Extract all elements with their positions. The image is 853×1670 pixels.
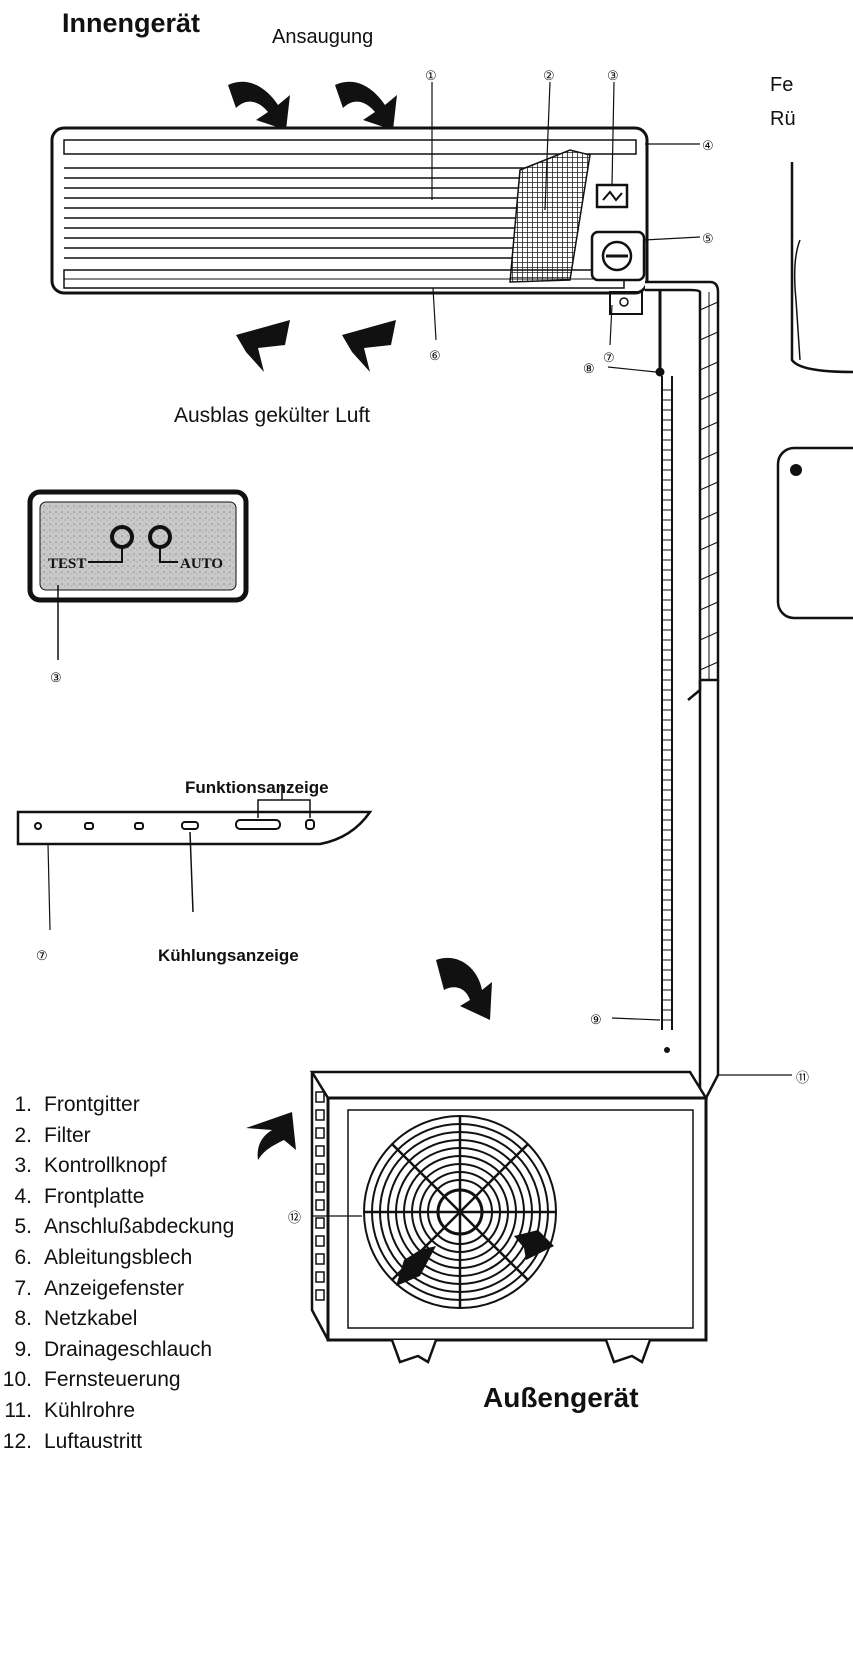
fan-exhaust-arrow-icon xyxy=(396,1230,554,1286)
outdoor-unit-title: Außengerät xyxy=(483,1382,639,1413)
remote-label-partial-1: Fe xyxy=(770,74,794,96)
outdoor-unit xyxy=(309,1070,709,1364)
legend-item: 7.Anzeigefenster xyxy=(14,1276,185,1300)
remote-control-partial xyxy=(776,162,853,620)
callout-1: ① xyxy=(425,68,437,83)
indoor-unit-title: Innengerät xyxy=(62,8,201,38)
callout-4: ④ xyxy=(702,138,714,153)
callout-12: ⑫ xyxy=(288,1210,301,1225)
legend-item: 5.Anschlußabdeckung xyxy=(14,1215,235,1239)
cooling-indicator-label: Kühlungsanzeige xyxy=(158,946,299,965)
outlet-arrow-icon xyxy=(236,320,290,372)
control-panel-test-label: TEST xyxy=(48,556,86,572)
callout-leaders xyxy=(431,81,701,346)
callout-5: ⑤ xyxy=(702,231,714,246)
cooling-pipes-lower xyxy=(698,680,792,1101)
callout-3: ③ xyxy=(607,68,619,83)
display-window-detail xyxy=(16,786,373,931)
callout-9: ⑨ xyxy=(590,1012,602,1027)
legend-item: 4.Frontplatte xyxy=(14,1184,145,1208)
outlet-label: Ausblas gekülter Luft xyxy=(174,404,371,427)
callout-7: ⑦ xyxy=(603,350,615,365)
intake-arrow-icon xyxy=(335,81,397,130)
intake-label: Ansaugung xyxy=(272,26,374,48)
outdoor-side-arrow-icon xyxy=(246,1112,296,1160)
function-indicator-label: Funktionsanzeige xyxy=(185,778,329,797)
parts-legend: 1.Frontgitter 2.Filter 3.Kontrollknopf 4… xyxy=(0,1090,235,1457)
legend-item: 11.Kühlrohre xyxy=(4,1398,136,1422)
remote-label-partial-2: Rü xyxy=(770,108,796,130)
callout-11: ⑪ xyxy=(796,1070,809,1085)
callout-2: ② xyxy=(543,68,555,83)
outdoor-intake-arrow-icon xyxy=(436,957,492,1020)
legend-item: 6.Ableitungsblech xyxy=(14,1245,193,1269)
control-panel-detail xyxy=(27,489,249,660)
outlet-arrow-icon xyxy=(342,320,396,372)
legend-item: 2.Filter xyxy=(14,1123,91,1147)
legend-item: 10.Fernsteuerung xyxy=(2,1368,181,1392)
control-panel-auto-label: AUTO xyxy=(180,556,223,572)
callout-7-detail: ⑦ xyxy=(36,948,48,963)
indoor-unit xyxy=(50,126,649,315)
callout-3-detail: ③ xyxy=(50,670,62,685)
legend-item: 3.Kontrollknopf xyxy=(14,1154,167,1178)
drain-hose xyxy=(611,376,673,1053)
legend-item: 12.Luftaustritt xyxy=(2,1429,143,1453)
cooling-pipes xyxy=(645,280,720,701)
legend-item: 1.Frontgitter xyxy=(14,1093,140,1116)
legend-item: 8.Netzkabel xyxy=(14,1307,138,1331)
power-cable xyxy=(607,283,665,377)
intake-arrow-icon xyxy=(228,81,290,130)
callout-6: ⑥ xyxy=(429,348,441,363)
callout-8: ⑧ xyxy=(583,361,595,376)
legend-item: 9.Drainageschlauch xyxy=(14,1337,213,1361)
